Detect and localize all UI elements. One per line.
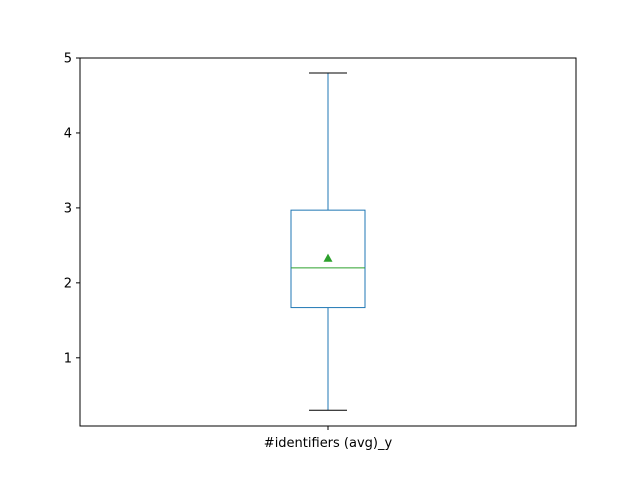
y-tick-label: 5 bbox=[64, 52, 72, 67]
y-tick-label: 4 bbox=[64, 126, 72, 141]
y-tick-label: 2 bbox=[64, 276, 72, 291]
mean-marker bbox=[323, 253, 333, 262]
box-group bbox=[290, 72, 366, 411]
iqr-box bbox=[290, 209, 366, 309]
plot-marks bbox=[290, 72, 366, 411]
y-tick-label: 1 bbox=[64, 351, 72, 366]
x-axis: #identifiers (avg)_y bbox=[264, 426, 393, 451]
y-tick-label: 3 bbox=[64, 201, 72, 216]
y-axis: 1 2 3 4 5 bbox=[64, 52, 80, 366]
x-tick-label: #identifiers (avg)_y bbox=[264, 436, 393, 451]
